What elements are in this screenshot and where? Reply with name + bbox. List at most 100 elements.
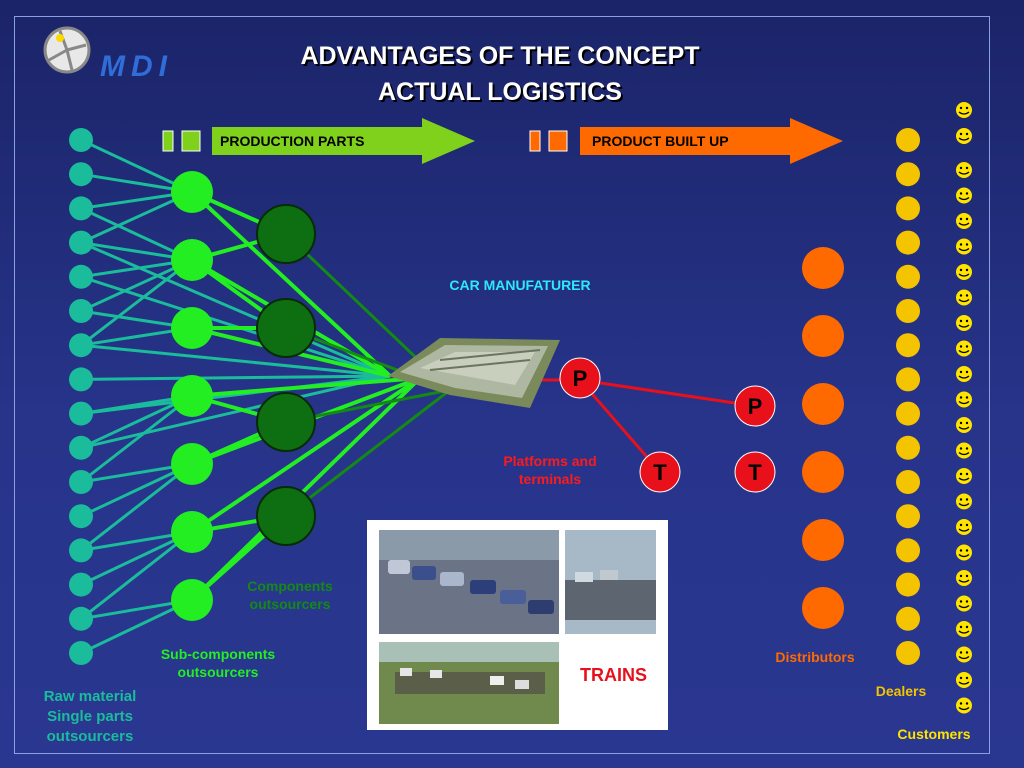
smiley-face: [956, 570, 972, 586]
smiley-face: [956, 468, 972, 484]
smiley-eye: [959, 370, 963, 374]
smiley-face: [956, 340, 972, 357]
dealer-node: [896, 641, 920, 665]
smiley-eye: [965, 600, 969, 603]
smiley-icon: [956, 519, 972, 535]
terminal-node-t2: [734, 451, 776, 493]
platform-to-platform-line: [579, 378, 756, 408]
title-line-2: ACTUAL LOGISTICS: [378, 78, 622, 106]
smiley-eye: [959, 243, 963, 246]
smiley-eye: [959, 600, 963, 603]
raw-to-sub-line: [80, 462, 193, 552]
raw-material-node: [69, 572, 93, 597]
smiley-icon: [956, 595, 972, 612]
raw-material-node: [69, 538, 93, 563]
distributors-label: Distributors: [775, 649, 855, 665]
smiley-eye: [965, 217, 969, 221]
smiley-eye: [959, 345, 963, 348]
sub-component-node: [171, 511, 213, 553]
smiley-icon: [956, 697, 972, 714]
smiley-eye: [965, 702, 969, 705]
smiley-mouth: [958, 197, 970, 201]
smiley-mouth: [958, 452, 970, 456]
terminal-node-t2-letter: T: [748, 460, 762, 485]
logo-text: MDI: [100, 50, 173, 83]
smiley-face: [956, 697, 972, 714]
sub-components-outsourcers-label: Sub-components outsourcers: [160, 646, 276, 680]
dealer-node: [896, 230, 920, 255]
dealer-node: [896, 367, 920, 392]
sub-component-node: [171, 239, 213, 281]
sub-component-node: [171, 375, 213, 417]
dealer-node: [896, 435, 920, 460]
raw-material-node: [69, 333, 93, 358]
raw-material-node: [69, 470, 93, 494]
smiley-icon: [956, 672, 972, 688]
smiley-face: [956, 519, 972, 535]
smiley-eye: [965, 498, 969, 501]
smiley-face: [956, 102, 972, 118]
smiley-mouth: [958, 137, 970, 141]
smiley-eye: [959, 319, 963, 323]
smiley-eye: [959, 651, 963, 654]
dealers-label: Dealers: [875, 683, 927, 699]
smiley-mouth: [958, 681, 970, 685]
smiley-icon: [956, 468, 972, 484]
smiley-icon: [956, 128, 972, 144]
raw-material-node: [69, 606, 93, 631]
slide-frame: [14, 16, 990, 754]
sub-component-node: [171, 307, 213, 349]
dealer-node: [896, 504, 920, 529]
sub-component-node: [171, 171, 213, 213]
smiley-mouth: [958, 605, 970, 609]
smiley-eye: [965, 574, 969, 578]
terminal-node-t1-letter: T: [653, 460, 667, 485]
platforms-terminals-label: Platforms and terminals: [503, 453, 597, 487]
distributor-node: [802, 247, 844, 289]
smiley-face: [956, 493, 972, 510]
dealer-node: [896, 606, 920, 631]
smiley-icon: [956, 621, 972, 637]
production-parts-label: PRODUCTION PARTS: [220, 133, 365, 149]
car-manufacturer-factory-image: [388, 338, 560, 408]
smiley-face: [956, 187, 972, 204]
smiley-eye: [965, 268, 969, 272]
component-node: [256, 392, 316, 452]
smiley-icon: [956, 162, 972, 178]
sub-component-node: [171, 443, 213, 485]
smiley-icon: [956, 493, 972, 510]
smiley-eye: [965, 472, 969, 476]
car-manufacturer-label: CAR MANUFATURER: [449, 277, 591, 293]
distributor-node: [802, 519, 844, 561]
smiley-eye: [959, 523, 963, 527]
platform-node-p1: [559, 357, 601, 399]
smiley-eye: [959, 294, 963, 297]
smiley-icon: [956, 544, 972, 561]
raw-material-node: [69, 230, 93, 255]
raw-material-node: [69, 504, 93, 529]
smiley-eye: [959, 676, 963, 680]
raw-material-node: [69, 435, 93, 460]
dealer-node: [896, 162, 920, 187]
smiley-eye: [959, 396, 963, 399]
smiley-mouth: [958, 477, 970, 481]
smiley-icon: [956, 289, 972, 306]
raw-material-node: [69, 299, 93, 323]
dealer-node: [896, 196, 920, 221]
smiley-eye: [959, 132, 963, 136]
smiley-face: [956, 646, 972, 663]
smiley-eye: [965, 676, 969, 680]
smiley-eye: [959, 217, 963, 221]
smiley-eye: [965, 192, 969, 195]
smiley-face: [956, 366, 972, 382]
platform-node-p2-letter: P: [748, 394, 763, 419]
smiley-face: [956, 264, 972, 280]
smiley-face: [956, 128, 972, 144]
smiley-eye: [959, 268, 963, 272]
smiley-eye: [965, 447, 969, 450]
dealer-node: [896, 264, 920, 289]
smiley-mouth: [958, 375, 970, 379]
smiley-eye: [965, 549, 969, 552]
smiley-eye: [965, 625, 969, 629]
